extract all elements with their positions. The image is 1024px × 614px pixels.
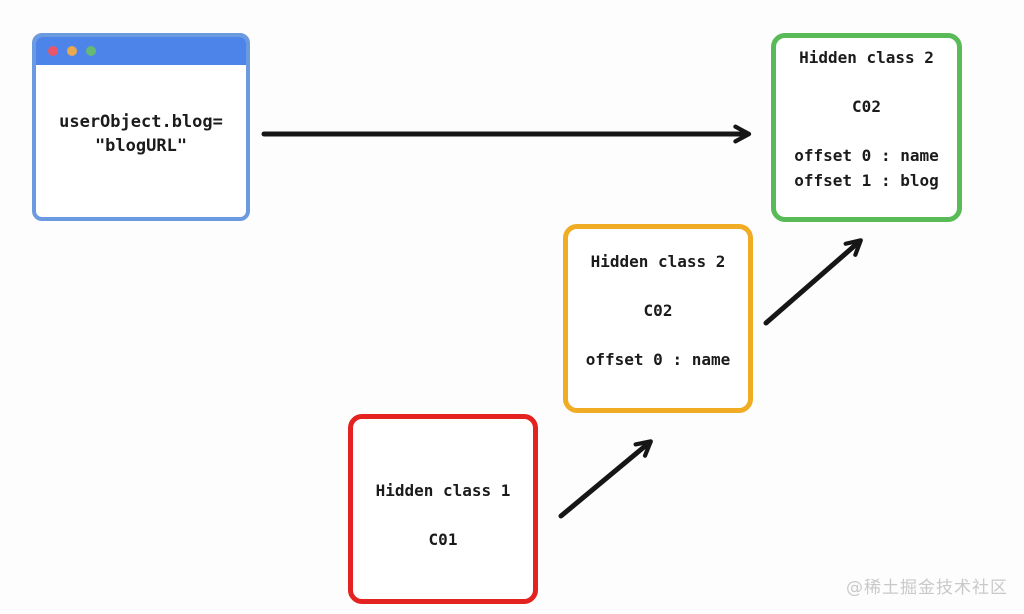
hidden-class-box-c02-full: Hidden class 2 C02 offset 0 : name offse… (771, 33, 962, 222)
box-offsets: offset 0 : name (586, 347, 731, 372)
window-close-dot-icon (48, 46, 58, 56)
hidden-class-box-c02-partial: Hidden class 2 C02 offset 0 : name (563, 224, 753, 413)
code-line-2: "blogURL" (94, 136, 188, 156)
box-title: Hidden class 2 (799, 48, 934, 67)
offset-line: offset 1 : blog (794, 171, 939, 190)
box-class-id: C02 (643, 301, 673, 320)
box-class-id: C01 (428, 530, 458, 549)
hidden-class-box-c01: Hidden class 1 C01 (348, 414, 538, 604)
arrow-red-to-yellow (558, 439, 653, 519)
window-titlebar (36, 37, 246, 65)
offset-line: offset 0 : name (794, 146, 939, 165)
box-class-id: C02 (852, 97, 881, 116)
window-body: userObject.blog= "blogURL" (36, 65, 246, 217)
window-maximize-dot-icon (86, 46, 96, 56)
offset-line: offset 0 : name (585, 350, 731, 369)
box-title: Hidden class 1 (375, 481, 511, 500)
watermark: @稀土掘金技术社区 (846, 578, 1008, 598)
box-offsets: offset 0 : name offset 1 : blog (794, 143, 939, 193)
box-title: Hidden class 2 (590, 252, 726, 271)
code-line-1: userObject.blog= (59, 112, 223, 132)
browser-window: userObject.blog= "blogURL" (32, 33, 250, 221)
arrow-yellow-to-green (763, 238, 863, 326)
window-minimize-dot-icon (67, 46, 77, 56)
